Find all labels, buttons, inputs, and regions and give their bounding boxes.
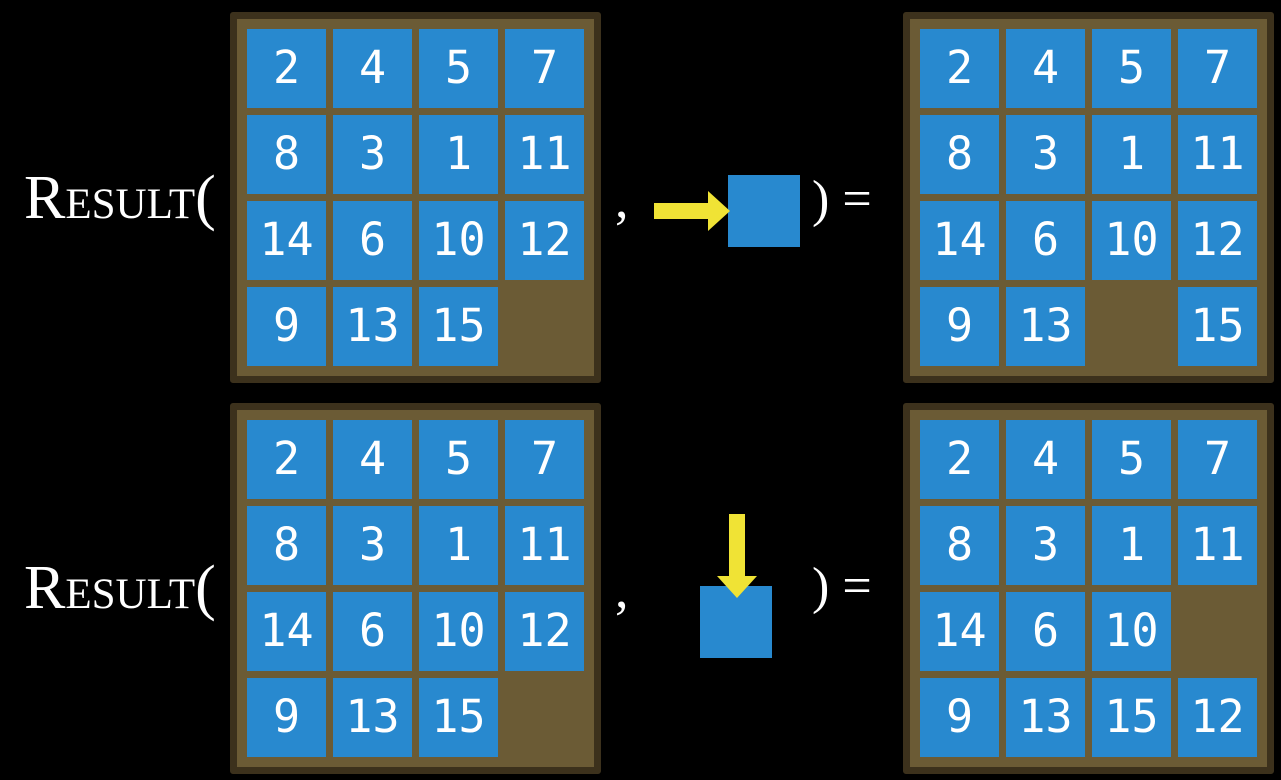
puzzle-tile-7: 7 — [1178, 29, 1257, 108]
puzzle-tile-3: 3 — [1006, 506, 1085, 585]
puzzle-tile-7: 7 — [1178, 420, 1257, 499]
puzzle-tile-11: 11 — [1178, 506, 1257, 585]
puzzle-tile-12: 12 — [1178, 678, 1257, 757]
result-function-label: Result( — [24, 554, 216, 622]
puzzle-tile-15: 15 — [1092, 678, 1171, 757]
puzzle-tile-13: 13 — [1006, 287, 1085, 366]
puzzle-tile-9: 9 — [247, 678, 326, 757]
puzzle-tile-4: 4 — [1006, 420, 1085, 499]
puzzle-tile-12: 12 — [505, 592, 584, 671]
comma-separator: , — [615, 169, 629, 229]
empty-cell — [505, 678, 584, 757]
puzzle-tile-2: 2 — [247, 420, 326, 499]
puzzle-tile-9: 9 — [920, 287, 999, 366]
puzzle-tile-8: 8 — [247, 115, 326, 194]
puzzle-tile-15: 15 — [419, 287, 498, 366]
action-tile — [728, 175, 800, 247]
puzzle-tile-4: 4 — [333, 29, 412, 108]
puzzle-tile-7: 7 — [505, 420, 584, 499]
puzzle-tile-1: 1 — [1092, 506, 1171, 585]
action-tile — [700, 586, 772, 658]
empty-cell — [1178, 592, 1257, 671]
puzzle-tile-4: 4 — [1006, 29, 1085, 108]
puzzle-tile-9: 9 — [247, 287, 326, 366]
puzzle-tile-5: 5 — [419, 420, 498, 499]
puzzle-tile-14: 14 — [247, 592, 326, 671]
puzzle-tile-11: 11 — [505, 115, 584, 194]
result-function-label: Result( — [24, 164, 216, 232]
empty-cell — [505, 287, 584, 366]
puzzle-tile-5: 5 — [1092, 29, 1171, 108]
puzzle-tile-13: 13 — [333, 678, 412, 757]
puzzle-tile-7: 7 — [505, 29, 584, 108]
puzzle-tile-1: 1 — [1092, 115, 1171, 194]
puzzle-tile-3: 3 — [1006, 115, 1085, 194]
puzzle-tile-4: 4 — [333, 420, 412, 499]
puzzle-tile-6: 6 — [333, 201, 412, 280]
comma-separator: , — [615, 559, 629, 619]
puzzle-tile-5: 5 — [1092, 420, 1171, 499]
down-arrow-icon — [717, 514, 757, 598]
puzzle-tile-13: 13 — [1006, 678, 1085, 757]
puzzle-tile-8: 8 — [247, 506, 326, 585]
puzzle-tile-15: 15 — [1178, 287, 1257, 366]
puzzle-tile-10: 10 — [1092, 592, 1171, 671]
right-arrow-icon — [654, 191, 730, 231]
puzzle-tile-10: 10 — [419, 592, 498, 671]
puzzle-tile-11: 11 — [1178, 115, 1257, 194]
puzzle-tile-9: 9 — [920, 678, 999, 757]
puzzle-tile-6: 6 — [333, 592, 412, 671]
puzzle-tile-1: 1 — [419, 115, 498, 194]
puzzle-tile-14: 14 — [247, 201, 326, 280]
puzzle-tile-5: 5 — [419, 29, 498, 108]
puzzle-tile-12: 12 — [505, 201, 584, 280]
puzzle-tile-14: 14 — [920, 201, 999, 280]
puzzle-tile-3: 3 — [333, 506, 412, 585]
puzzle-tile-3: 3 — [333, 115, 412, 194]
puzzle-tile-10: 10 — [419, 201, 498, 280]
close-paren-equals: ) = — [812, 171, 872, 228]
puzzle-tile-11: 11 — [505, 506, 584, 585]
puzzle-tile-8: 8 — [920, 115, 999, 194]
puzzle-tile-10: 10 — [1092, 201, 1171, 280]
puzzle-tile-8: 8 — [920, 506, 999, 585]
puzzle-tile-1: 1 — [419, 506, 498, 585]
puzzle-tile-2: 2 — [247, 29, 326, 108]
puzzle-tile-15: 15 — [419, 678, 498, 757]
puzzle-tile-6: 6 — [1006, 592, 1085, 671]
puzzle-tile-14: 14 — [920, 592, 999, 671]
puzzle-tile-2: 2 — [920, 29, 999, 108]
puzzle-tile-6: 6 — [1006, 201, 1085, 280]
puzzle-tile-13: 13 — [333, 287, 412, 366]
empty-cell — [1092, 287, 1171, 366]
puzzle-tile-12: 12 — [1178, 201, 1257, 280]
close-paren-equals: ) = — [812, 558, 872, 615]
puzzle-tile-2: 2 — [920, 420, 999, 499]
